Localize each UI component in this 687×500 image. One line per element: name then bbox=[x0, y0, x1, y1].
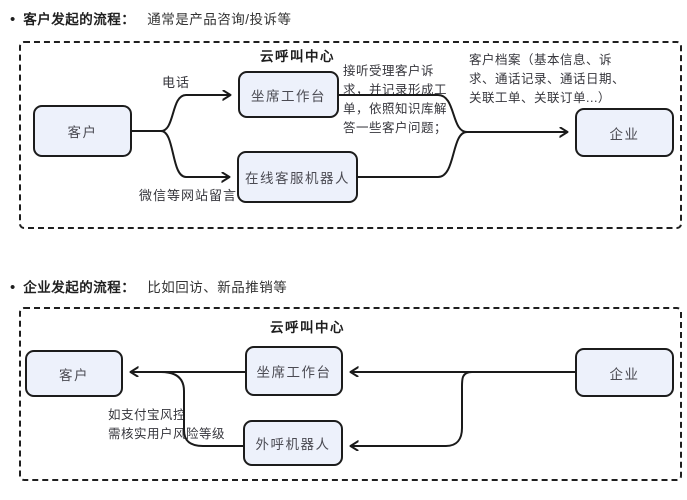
flow2-agent-workbench-node: 坐席工作台 bbox=[245, 346, 343, 396]
flow1-customer-node: 客户 bbox=[33, 105, 132, 157]
flow1-heading-subtitle: 通常是产品咨询/投诉等 bbox=[147, 12, 292, 27]
flow1-zone-label: 云呼叫中心 bbox=[260, 49, 335, 64]
flow1-heading: • 客户发起的流程： 通常是产品咨询/投诉等 bbox=[10, 8, 292, 28]
flow1-phone-edge-label: 电话 bbox=[162, 75, 191, 90]
flow2-customer-node: 客户 bbox=[25, 350, 123, 397]
flow2-enterprise-node: 企业 bbox=[575, 348, 674, 397]
flow1-enterprise-node: 企业 bbox=[575, 108, 674, 157]
flow2-heading-subtitle: 比如回访、新品推销等 bbox=[147, 280, 288, 295]
flow1-online-bot-node: 在线客服机器人 bbox=[237, 151, 358, 203]
flow2-cloud-call-center-zone bbox=[19, 307, 682, 481]
flow2-zone-label: 云呼叫中心 bbox=[270, 320, 345, 335]
flow1-cloud-call-center-zone bbox=[19, 41, 682, 229]
flow1-wechat-edge-label: 微信等网站留言 bbox=[139, 188, 238, 203]
flow1-archive-note: 客户档案（基本信息、诉 求、通话记录、通话日期、 关联工单、关联订单...） bbox=[469, 53, 626, 105]
flow1-heading-title: 客户发起的流程： bbox=[23, 12, 136, 27]
flow2-bullet-icon: • bbox=[10, 279, 16, 296]
flow2-heading: • 企业发起的流程： 比如回访、新品推销等 bbox=[10, 276, 287, 296]
flow1-bullet-icon: • bbox=[10, 11, 16, 28]
flow2-heading-title: 企业发起的流程： bbox=[23, 280, 136, 295]
flow1-agent-workbench-node: 坐席工作台 bbox=[238, 71, 339, 118]
flow2-outbound-bot-node: 外呼机器人 bbox=[243, 420, 343, 466]
flow2-risk-note: 如支付宝风控 需核实用户风险等级 bbox=[108, 408, 226, 441]
flow1-agent-note: 接听受理客户诉 求，并记录形成工 单，依照知识库解 答一些客户问题； bbox=[343, 64, 448, 135]
